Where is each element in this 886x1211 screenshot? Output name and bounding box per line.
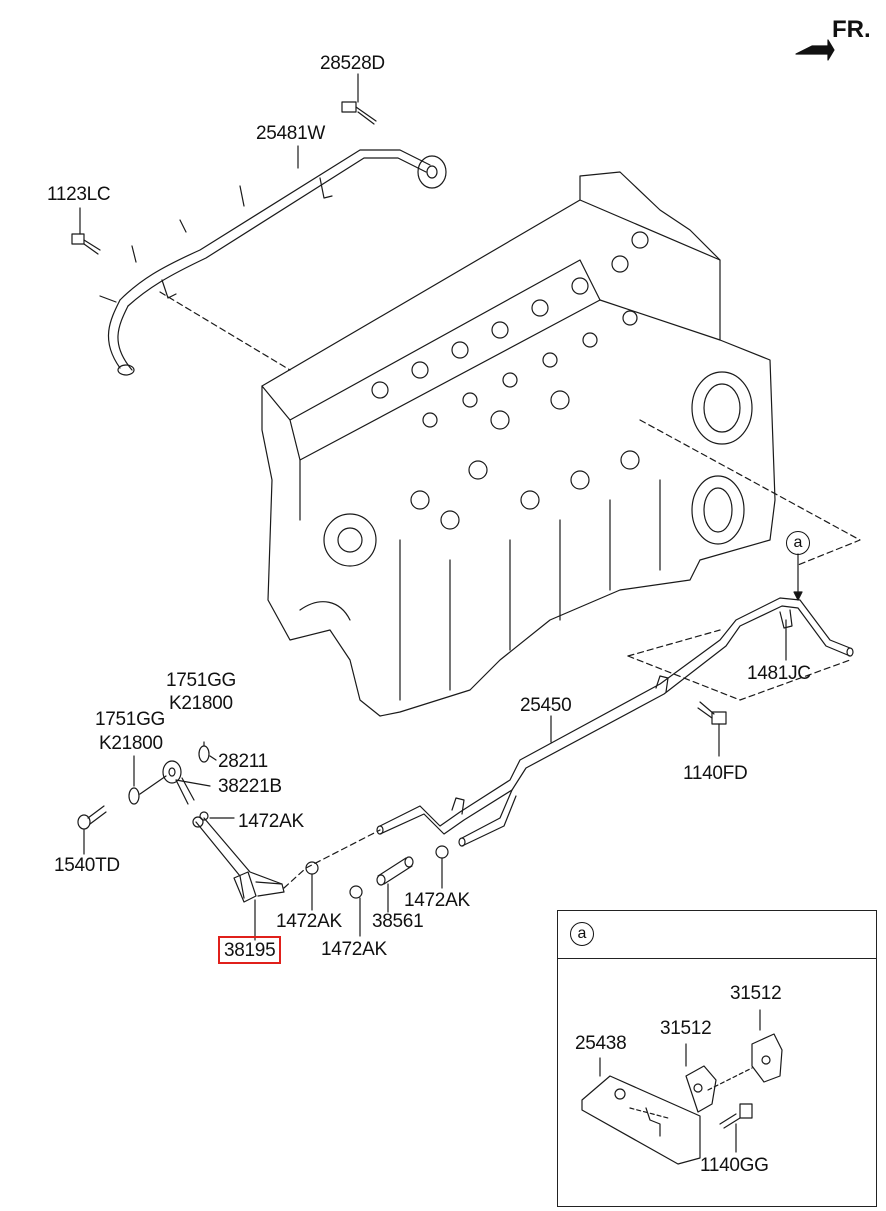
- part-label-28528D: 28528D: [320, 53, 385, 74]
- part-label-38221B: 38221B: [218, 776, 282, 797]
- part-label-K21800-a: K21800: [169, 693, 233, 714]
- part-label-31512-a: 31512: [730, 983, 782, 1004]
- part-label-1472AK-a: 1472AK: [238, 811, 304, 832]
- part-label-25438: 25438: [575, 1033, 627, 1054]
- inset-bracket-assembly: [581, 1009, 783, 1165]
- hose-38195: [195, 817, 381, 941]
- part-label-1472AK-c: 1472AK: [321, 939, 387, 960]
- part-label-K21800-b: K21800: [99, 733, 163, 754]
- bolt-1140FD-icon: [697, 701, 727, 725]
- clamp-1472AK-icon: [192, 811, 449, 899]
- pipe-25481W: [99, 149, 447, 376]
- part-label-38561: 38561: [372, 911, 424, 932]
- part-label-1140GG: 1140GG: [700, 1155, 769, 1176]
- bolt-1540TD-icon: [77, 805, 107, 830]
- part-label-1472AK-b: 1472AK: [276, 911, 342, 932]
- part-label-38195-highlighted: 38195: [218, 936, 282, 964]
- inset-divider: [558, 958, 876, 959]
- part-label-31512-b: 31512: [660, 1018, 712, 1039]
- eye-bolt-38221B-icon: [162, 745, 210, 805]
- engine-block: [261, 171, 776, 717]
- front-direction-arrow-icon: [795, 39, 835, 61]
- part-label-1481JC: 1481JC: [747, 663, 811, 684]
- part-label-1540TD: 1540TD: [54, 855, 120, 876]
- pipe-25450: [376, 597, 854, 847]
- part-label-25450: 25450: [520, 695, 572, 716]
- part-label-1140FD: 1140FD: [683, 763, 748, 784]
- part-label-1751GG-a: 1751GG: [166, 670, 237, 691]
- part-label-25481W: 25481W: [256, 123, 325, 144]
- front-direction-label: FR.: [832, 16, 871, 43]
- part-label-1123LC: 1123LC: [47, 184, 111, 205]
- washer-icon: [128, 787, 140, 805]
- inset-marker-a: a: [570, 922, 594, 946]
- bolt-28528D-icon: [341, 101, 377, 125]
- part-label-1472AK-d: 1472AK: [404, 890, 470, 911]
- part-label-1751GG-b: 1751GG: [95, 709, 166, 730]
- part-label-28211: 28211: [218, 751, 268, 772]
- bolt-1123LC-icon: [71, 233, 101, 255]
- hose-38561: [376, 856, 414, 913]
- callout-marker-a: a: [786, 531, 810, 555]
- detail-inset-a: a: [557, 910, 877, 1207]
